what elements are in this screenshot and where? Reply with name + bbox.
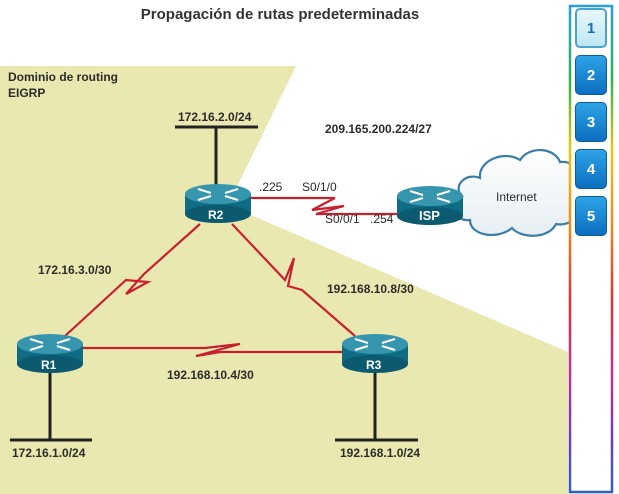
cloud-label: Internet <box>496 190 537 204</box>
step-button-2[interactable]: 2 <box>575 55 607 95</box>
r2-interface-ip: .225 <box>259 180 283 194</box>
network-r1-r3: 192.168.10.4/30 <box>167 368 254 382</box>
network-r2-r3: 192.168.10.8/30 <box>327 282 414 296</box>
page-title: Propagación de rutas predeterminadas <box>140 6 420 23</box>
network-r1-r2: 172.16.3.0/30 <box>38 263 112 277</box>
network-r2-lan: 172.16.2.0/24 <box>178 110 252 124</box>
router-r1-label: R1 <box>41 358 57 372</box>
network-r2-isp: 209.165.200.224/27 <box>325 122 432 136</box>
domain-label-line1: Dominio de routing <box>8 70 118 84</box>
step-navigation: 1 2 3 4 5 <box>569 5 613 493</box>
link-r2-isp <box>250 196 405 216</box>
isp-interface-ip: .254 <box>370 212 394 226</box>
link-r2-r3 <box>231 223 356 337</box>
step-button-1[interactable]: 1 <box>575 8 607 48</box>
r2-interface-name: S0/1/0 <box>302 180 337 194</box>
isp-interface-name: S0/0/1 <box>325 212 360 226</box>
link-r1-r3 <box>82 342 345 358</box>
router-r2-label: R2 <box>208 208 224 222</box>
network-r1-lan: 172.16.1.0/24 <box>12 446 86 460</box>
step-button-5[interactable]: 5 <box>575 196 607 236</box>
link-r1-r2 <box>64 223 201 337</box>
router-isp-label: ISP <box>419 208 440 223</box>
lan-lines <box>10 125 418 442</box>
step-button-3[interactable]: 3 <box>575 102 607 142</box>
domain-label-line2: EIGRP <box>8 86 46 100</box>
serial-links <box>64 196 405 358</box>
step-button-4[interactable]: 4 <box>575 149 607 189</box>
router-r3-label: R3 <box>366 358 382 372</box>
network-r3-lan: 192.168.1.0/24 <box>340 446 421 460</box>
